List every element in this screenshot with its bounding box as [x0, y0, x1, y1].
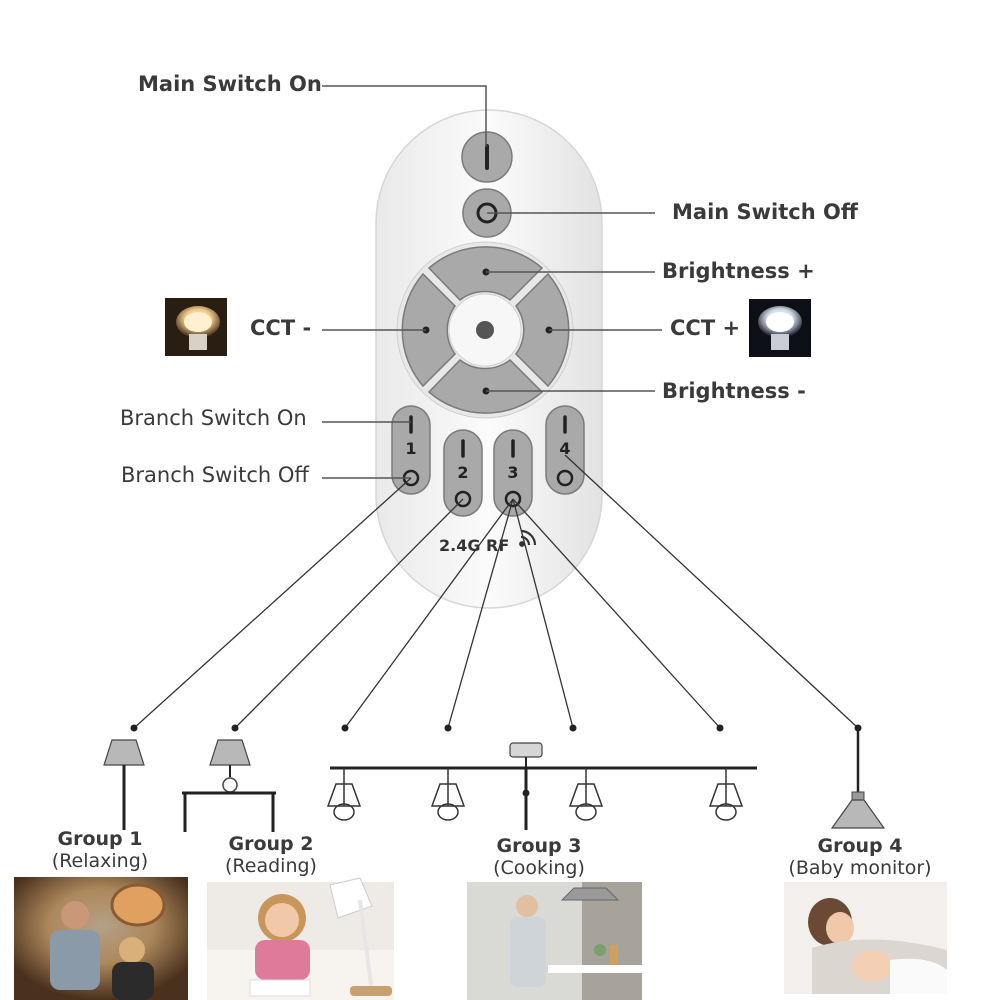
- rf-label: 2.4G RF: [439, 536, 509, 555]
- link-group1: [133, 477, 412, 729]
- brightness-up-label: Brightness +: [662, 259, 815, 283]
- pendant-lamp-icon-1: [326, 768, 362, 821]
- group-3-subtitle: (Cooking): [493, 857, 585, 879]
- brightness-down-button[interactable]: [427, 358, 544, 414]
- group-3-caption: Group 3 (Cooking): [493, 835, 585, 879]
- cct-minus-label: CCT -: [250, 316, 312, 340]
- main-switch-on-label: Main Switch On: [138, 72, 322, 96]
- main-switch-on-button[interactable]: [461, 131, 513, 183]
- group3-track-lights-icon: [330, 742, 757, 830]
- group-3-title: Group 3: [496, 835, 582, 857]
- link-group2: [234, 498, 464, 729]
- group-1-caption: Group 1 (Relaxing): [52, 828, 148, 872]
- group1-floor-lamp-icon: [103, 739, 145, 830]
- branch-number-2: 2: [457, 463, 468, 482]
- group-2-caption: Group 2 (Reading): [225, 833, 317, 877]
- link-group3-d: [512, 498, 721, 729]
- main-switch-off-label: Main Switch Off: [672, 200, 858, 224]
- brightness-down-label: Brightness -: [662, 379, 806, 403]
- branch-button-1[interactable]: 1: [391, 405, 431, 495]
- group-4-caption: Group 4 (Baby monitor): [788, 835, 931, 879]
- branch-number-4: 4: [559, 439, 570, 458]
- branch-switch-on-label: Branch Switch On: [120, 406, 307, 430]
- group3-photo: [467, 882, 642, 1000]
- group-4-subtitle: (Baby monitor): [788, 857, 932, 879]
- group-2-title: Group 2: [228, 833, 314, 855]
- cct-plus-button[interactable]: [515, 272, 570, 388]
- link-group3-c: [512, 498, 574, 729]
- link-group4: [564, 454, 859, 729]
- branch-button-2[interactable]: 2: [443, 429, 483, 517]
- pendant-lamp-icon-3: [568, 768, 604, 821]
- pendant-lamp-icon-4: [708, 768, 744, 821]
- group2-desk-lamp-icon: [182, 739, 276, 832]
- group4-photo: [784, 882, 947, 994]
- group-1-subtitle: (Relaxing): [51, 850, 149, 872]
- pendant-lamp-icon-2: [430, 768, 466, 821]
- branch-button-3[interactable]: 3: [493, 429, 533, 517]
- branch-button-4[interactable]: 4: [545, 405, 585, 495]
- branch-switch-off-label: Branch Switch Off: [121, 463, 309, 487]
- branch-number-1: 1: [405, 439, 416, 458]
- rf-signal-icon: [519, 529, 537, 547]
- group2-photo: [207, 877, 394, 1000]
- group-1-title: Group 1: [57, 828, 143, 850]
- group-2-subtitle: (Reading): [225, 855, 317, 877]
- group1-photo: [14, 877, 188, 1000]
- link-group3-b: [447, 498, 514, 729]
- cool-bulb-icon: [749, 299, 811, 357]
- link-group3-a: [344, 498, 514, 729]
- warm-bulb-icon: [165, 298, 227, 356]
- main-on-leader: [322, 85, 487, 147]
- cct-plus-label: CCT +: [670, 316, 741, 340]
- group-4-title: Group 4: [817, 835, 903, 857]
- branch-number-3: 3: [507, 463, 518, 482]
- group4-pendant-icon: [830, 728, 886, 829]
